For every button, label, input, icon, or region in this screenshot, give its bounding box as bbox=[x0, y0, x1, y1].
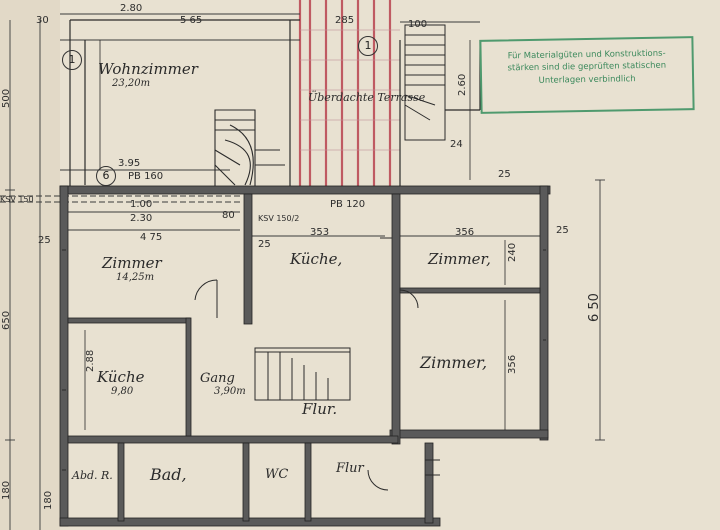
approval-stamp: Für Materialgüten und Konstruktions- stä… bbox=[479, 36, 695, 114]
marker-1: 1 bbox=[358, 36, 378, 56]
dim-180l: 180 bbox=[43, 490, 54, 510]
dim-30: 30 bbox=[36, 15, 49, 26]
dim-100: 1.00 bbox=[130, 199, 153, 210]
dim-right-650: 6 50 bbox=[587, 293, 602, 322]
room-gang-name: Gang bbox=[200, 371, 235, 386]
room-kueche-left: Küche 9,80 bbox=[97, 370, 144, 397]
dim-24: 24 bbox=[450, 139, 463, 150]
dim-240: 240 bbox=[507, 242, 518, 262]
dim-353: 353 bbox=[310, 227, 330, 238]
dim-230: 2.30 bbox=[130, 213, 153, 224]
stair-upper-right bbox=[404, 24, 446, 141]
dim-left-650: 650 bbox=[1, 310, 12, 330]
center-stair bbox=[254, 347, 351, 401]
dim-260: 2.60 bbox=[457, 73, 468, 96]
dim-left-500: 500 bbox=[1, 88, 12, 108]
room-kueche-center: Küche, bbox=[290, 252, 342, 267]
marker-1b: 1 bbox=[62, 50, 82, 70]
room-zimmer-left: Zimmer 14,25m bbox=[102, 256, 162, 283]
dim-pb120: PB 120 bbox=[330, 199, 366, 210]
room-zimmer-left-name: Zimmer bbox=[102, 254, 162, 272]
dim-ksv2: KSV 150/2 bbox=[258, 214, 300, 223]
dim-ksv1: KSV 150 bbox=[0, 195, 34, 204]
room-gang: Gang 3,90m bbox=[200, 372, 246, 397]
room-wohnzimmer: Wohnzimmer 23,20m bbox=[98, 62, 198, 89]
room-bad: Bad, bbox=[150, 467, 187, 483]
dim-top-280: 2.80 bbox=[120, 3, 143, 14]
marker-6: 6 bbox=[96, 166, 116, 186]
room-terrasse: Überdachte Terrasse bbox=[308, 92, 425, 103]
dim-25d: 25 bbox=[38, 235, 51, 246]
dim-356v: 356 bbox=[507, 354, 518, 374]
room-flur-center-name: Flur. bbox=[302, 400, 338, 418]
room-abst: Abd. R. bbox=[72, 470, 113, 481]
room-terrasse-name: Überdachte Terrasse bbox=[308, 91, 426, 104]
room-wc-name: WC bbox=[265, 467, 289, 482]
room-kueche-center-name: Küche, bbox=[290, 250, 343, 268]
dim-left-180: 180 bbox=[1, 480, 12, 500]
dim-top-100: 100 bbox=[408, 19, 428, 30]
main-walls bbox=[59, 185, 551, 527]
dim-80: 80 bbox=[222, 210, 235, 221]
dim-395: 3.95 bbox=[118, 158, 141, 169]
room-zimmer-right-main-name: Zimmer, bbox=[420, 353, 488, 372]
terrace-hatch bbox=[298, 0, 392, 190]
dim-288: 2.88 bbox=[85, 349, 96, 372]
dim-top-285: 285 bbox=[335, 15, 355, 26]
room-flur-bottom: Flur bbox=[336, 462, 364, 475]
room-kueche-left-area: 9,80 bbox=[111, 386, 134, 397]
dim-25a: 25 bbox=[498, 169, 511, 180]
dim-475: 4 75 bbox=[140, 232, 163, 243]
room-kueche-left-name: Küche bbox=[97, 368, 145, 386]
dim-top-565: 5 65 bbox=[180, 15, 203, 26]
dim-pb160: PB 160 bbox=[128, 171, 164, 182]
room-flur-center: Flur. bbox=[302, 402, 337, 417]
room-wc: WC bbox=[265, 468, 288, 481]
room-wohnzimmer-name: Wohnzimmer bbox=[98, 60, 198, 78]
room-flur-bottom-name: Flur bbox=[336, 461, 364, 476]
dim-25b: 25 bbox=[556, 225, 569, 236]
room-gang-area: 3,90m bbox=[214, 386, 246, 397]
room-bad-name: Bad, bbox=[150, 465, 187, 484]
room-zimmer-right-main: Zimmer, bbox=[420, 355, 487, 371]
room-zimmer-left-area: 14,25m bbox=[116, 272, 155, 283]
room-abst-name: Abd. R. bbox=[72, 469, 113, 482]
dim-356: 356 bbox=[455, 227, 475, 238]
room-zimmer-right-top: Zimmer, bbox=[428, 252, 491, 267]
room-wohnzimmer-area: 23,20m bbox=[112, 78, 151, 89]
spiral-stair bbox=[214, 109, 285, 191]
dim-25c: 25 bbox=[258, 239, 271, 250]
room-zimmer-right-top-name: Zimmer, bbox=[428, 250, 491, 268]
